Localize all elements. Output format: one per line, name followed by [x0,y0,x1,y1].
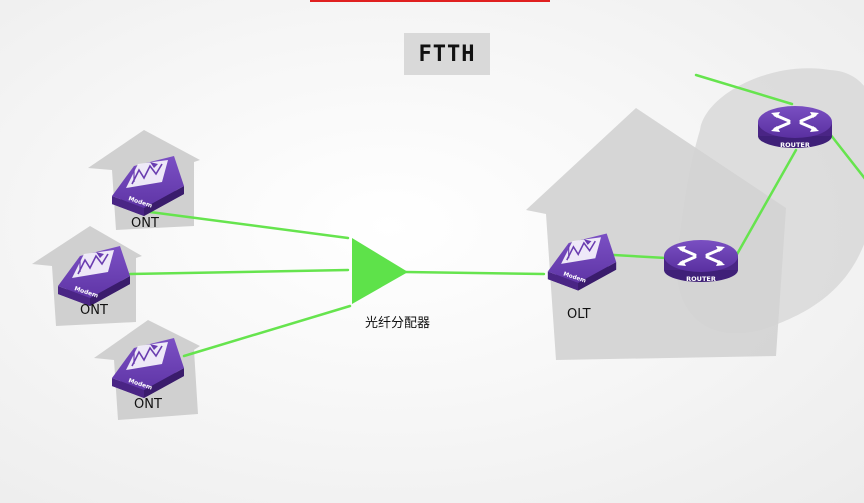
ont-mid-label: ONT [80,303,108,318]
link-router2-uplink-left [694,73,794,106]
link-ont-bottom-splitter [182,304,352,358]
ont-top-label: ONT [131,216,159,231]
title-box: FTTH [404,33,490,75]
splitter-label: 光纤分配器 [365,316,431,331]
router-1: ROUTER [662,238,740,284]
top-accent-bar [310,0,550,2]
router-2: ROUTER [756,104,834,150]
link-olt-router1 [612,253,668,260]
router-2-label: ROUTER [780,141,810,149]
olt-building [526,108,786,360]
link-router2-uplink-right [828,132,864,180]
router-1-label: ROUTER [686,275,716,283]
link-ont-top-splitter [148,210,350,240]
link-ont-mid-splitter [128,268,350,276]
page-title: FTTH [418,41,476,67]
splitter-triangle [352,238,408,304]
link-router1-router2 [734,148,798,258]
olt-label: OLT [567,307,591,322]
ont-bottom-label: ONT [134,397,162,412]
link-splitter-olt [403,270,546,276]
